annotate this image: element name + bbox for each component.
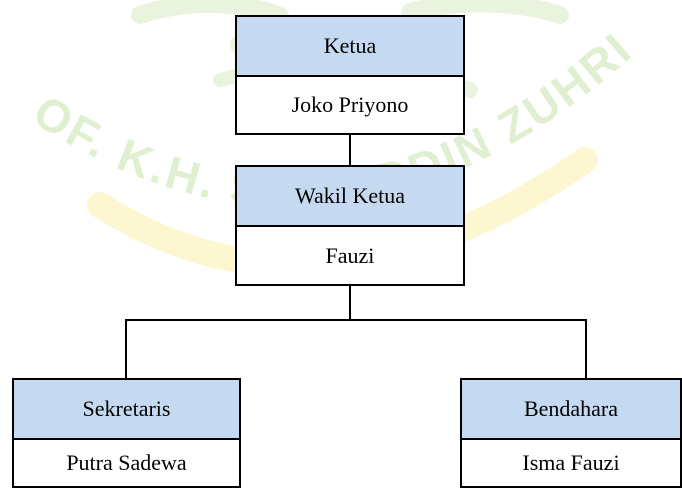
name-sekretaris: Putra Sadewa — [14, 440, 239, 486]
node-wakil-ketua: Wakil Ketua Fauzi — [235, 165, 465, 286]
node-bendahara: Bendahara Isma Fauzi — [460, 378, 682, 488]
node-ketua: Ketua Joko Priyono — [235, 15, 465, 135]
connector-bendahara — [585, 319, 587, 380]
connector-sekretaris — [125, 319, 127, 380]
role-bendahara: Bendahara — [462, 380, 680, 440]
role-ketua: Ketua — [237, 17, 463, 77]
name-wakil-ketua: Fauzi — [237, 227, 463, 284]
connector-ketua-wakil — [349, 133, 351, 167]
name-bendahara: Isma Fauzi — [462, 440, 680, 486]
role-wakil-ketua: Wakil Ketua — [237, 167, 463, 227]
connector-branch — [125, 319, 587, 321]
name-ketua: Joko Priyono — [237, 77, 463, 133]
connector-wakil-branch — [349, 284, 351, 321]
role-sekretaris: Sekretaris — [14, 380, 239, 440]
node-sekretaris: Sekretaris Putra Sadewa — [12, 378, 241, 488]
